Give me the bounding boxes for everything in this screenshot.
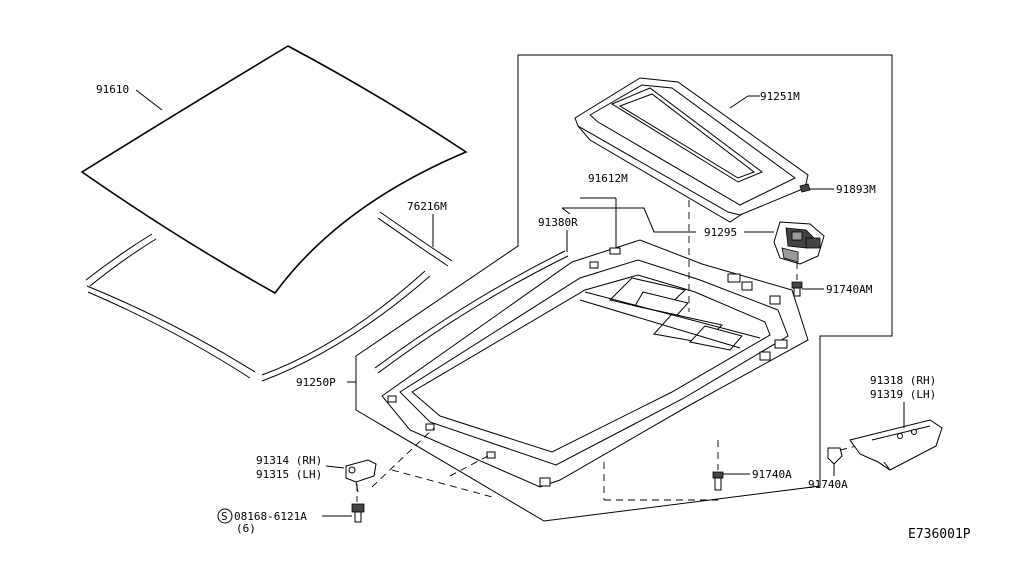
label-screw-qty: (6) <box>236 522 256 535</box>
label-sunroof-frame: 91250P <box>296 376 336 389</box>
front-bracket <box>345 459 377 502</box>
label-side-bracket-rh: 91318 (RH) <box>870 374 936 387</box>
label-bolt-center: 91740A <box>752 468 792 481</box>
bolt-center <box>712 471 750 491</box>
leader-front-bracket <box>325 465 345 469</box>
roof-panel <box>80 45 468 295</box>
screw-symbol-badge: S <box>217 508 233 524</box>
weatherstrip <box>374 250 569 374</box>
glass-lid <box>574 77 809 223</box>
screw-symbol: S <box>221 510 228 523</box>
label-bolt-side: 91740A <box>808 478 848 491</box>
label-roof-molding: 76216M <box>407 200 447 213</box>
diagram-code: E736001P <box>908 527 971 542</box>
side-bracket <box>849 402 943 471</box>
label-screw: 08168-6121A <box>234 510 307 523</box>
label-clip: 91893M <box>836 183 876 196</box>
label-frame-assembly: 91612M <box>588 172 628 185</box>
dashed-leaders <box>371 200 883 501</box>
bolt-side <box>827 447 843 476</box>
label-glass-lid: 91251M <box>760 90 800 103</box>
leader-roof-panel <box>135 89 163 111</box>
roof-molding <box>85 211 453 382</box>
label-bracket-lh: 91315 (LH) <box>256 468 322 481</box>
screw <box>322 503 365 523</box>
label-bolt-top: 91740AM <box>826 283 873 296</box>
bolt-top <box>791 262 824 297</box>
label-side-bracket-lh: 91319 (LH) <box>870 388 936 401</box>
label-motor: 91295 <box>704 226 737 239</box>
leader-glass-lid <box>729 95 760 109</box>
frame-assembly <box>381 239 809 488</box>
leader-frame-assembly <box>561 197 696 248</box>
assembly-boundary <box>355 54 893 522</box>
sunroof-motor <box>773 221 825 265</box>
label-roof-panel: 91610 <box>96 83 129 96</box>
label-bracket-rh: 91314 (RH) <box>256 454 322 467</box>
label-weatherstrip: 91380R <box>538 216 578 229</box>
clip-part <box>799 183 834 193</box>
